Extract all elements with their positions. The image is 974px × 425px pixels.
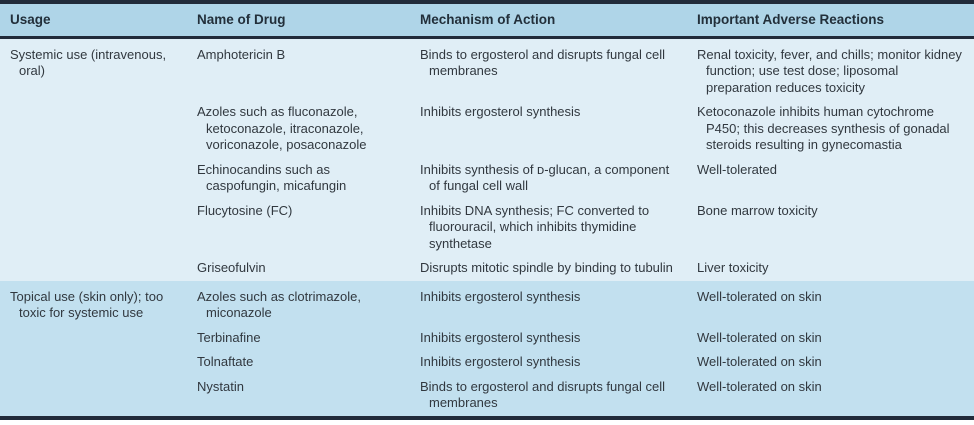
drug-name: Terbinafine — [197, 329, 261, 345]
mechanism-cell: Binds to ergosterol and disrupts fungal … — [410, 37, 687, 100]
mechanism-cell: Disrupts mitotic spindle by binding to t… — [410, 256, 687, 281]
drug-cell: Echinocandins such as caspofungin, micaf… — [187, 157, 410, 199]
table-row: Nystatin Binds to ergosterol and disrupt… — [0, 374, 974, 418]
adverse-cell: Well-tolerated on skin — [687, 325, 974, 350]
mechanism-text: Inhibits ergosterol synthesis — [420, 329, 581, 345]
drug-name: Nystatin — [197, 378, 244, 394]
table-row: Azoles such as fluconazole, ketoconazole… — [0, 100, 974, 158]
drug-cell: Griseofulvin — [187, 256, 410, 281]
column-header-drug-name: Name of Drug — [187, 2, 410, 39]
mechanism-cell: Inhibits DNA synthesis; FC converted to … — [410, 198, 687, 256]
drug-name: Echinocandins such as caspofungin, micaf… — [197, 161, 347, 194]
column-header-adverse-reactions: Important Adverse Reactions — [687, 2, 974, 39]
adverse-text: Well-tolerated on skin — [697, 378, 822, 394]
drug-cell: Amphotericin B — [187, 37, 410, 100]
adverse-cell: Bone marrow toxicity — [687, 198, 974, 256]
mechanism-cell: Inhibits ergosterol synthesis — [410, 280, 687, 326]
mechanism-text: Inhibits synthesis of ᴅ-glucan, a compon… — [420, 161, 670, 194]
adverse-cell: Well-tolerated on skin — [687, 280, 974, 326]
drug-name: Azoles such as fluconazole, ketoconazole… — [197, 104, 367, 152]
mechanism-text: Binds to ergosterol and disrupts fungal … — [420, 46, 665, 79]
adverse-text: Bone marrow toxicity — [697, 202, 818, 218]
usage-text: Topical use (skin only); too toxic for s… — [10, 288, 164, 321]
header-row: Usage Name of Drug Mechanism of Action I… — [0, 2, 974, 39]
drug-name: Flucytosine (FC) — [197, 202, 293, 218]
adverse-text: Ketoconazole inhibits human cytochrome P… — [697, 104, 950, 152]
mechanism-text: Inhibits DNA synthesis; FC converted to … — [420, 202, 650, 251]
drug-name: Tolnaftate — [197, 354, 254, 369]
table-row: Topical use (skin only); too toxic for s… — [0, 280, 974, 418]
drug-cell: Nystatin — [187, 374, 410, 418]
table-row: Tolnaftate Inhibits ergosterol synthesis… — [0, 350, 974, 375]
usage-cell: Systemic use (intravenous, oral) — [0, 37, 187, 281]
mechanism-text: Inhibits ergosterol synthesis — [420, 104, 581, 119]
mechanism-text: Disrupts mitotic spindle by binding to t… — [420, 260, 673, 275]
adverse-cell: Well-tolerated — [687, 157, 974, 199]
mechanism-text: Inhibits ergosterol synthesis — [420, 288, 581, 304]
table-row: Flucytosine (FC) Inhibits DNA synthesis;… — [0, 198, 974, 256]
section-topical-use: Topical use (skin only); too toxic for s… — [0, 280, 974, 418]
adverse-text: Well-tolerated on skin — [697, 354, 822, 369]
column-header-mechanism: Mechanism of Action — [410, 2, 687, 39]
adverse-cell: Liver toxicity — [687, 256, 974, 281]
mechanism-cell: Inhibits ergosterol synthesis — [410, 350, 687, 375]
usage-text: Systemic use (intravenous, oral) — [10, 46, 167, 79]
mechanism-text: Inhibits ergosterol synthesis — [420, 354, 581, 369]
mechanism-text: Binds to ergosterol and disrupts fungal … — [420, 378, 665, 411]
mechanism-cell: Binds to ergosterol and disrupts fungal … — [410, 374, 687, 418]
column-header-usage: Usage — [0, 2, 187, 39]
drug-cell: Flucytosine (FC) — [187, 198, 410, 256]
table-row: Echinocandins such as caspofungin, micaf… — [0, 157, 974, 199]
adverse-cell: Well-tolerated on skin — [687, 374, 974, 418]
adverse-text: Well-tolerated — [697, 161, 777, 177]
usage-cell: Topical use (skin only); too toxic for s… — [0, 280, 187, 418]
table-row: Systemic use (intravenous, oral) Amphote… — [0, 37, 974, 281]
table-header: Usage Name of Drug Mechanism of Action I… — [0, 2, 974, 39]
adverse-cell: Well-tolerated on skin — [687, 350, 974, 375]
adverse-text: Renal toxicity, fever, and chills; monit… — [697, 46, 962, 95]
table-row: Griseofulvin Disrupts mitotic spindle by… — [0, 256, 974, 281]
drug-cell: Azoles such as fluconazole, ketoconazole… — [187, 100, 410, 158]
adverse-text: Well-tolerated on skin — [697, 329, 822, 345]
adverse-cell: Renal toxicity, fever, and chills; monit… — [687, 37, 974, 100]
table-row: Terbinafine Inhibits ergosterol synthesi… — [0, 325, 974, 350]
drug-name: Griseofulvin — [197, 260, 266, 275]
adverse-text: Liver toxicity — [697, 260, 769, 275]
adverse-cell: Ketoconazole inhibits human cytochrome P… — [687, 100, 974, 158]
section-systemic-use: Systemic use (intravenous, oral) Amphote… — [0, 37, 974, 281]
drug-cell: Tolnaftate — [187, 350, 410, 375]
mechanism-cell: Inhibits synthesis of ᴅ-glucan, a compon… — [410, 157, 687, 199]
mechanism-cell: Inhibits ergosterol synthesis — [410, 100, 687, 158]
drug-name: Amphotericin B — [197, 46, 286, 62]
drug-cell: Terbinafine — [187, 325, 410, 350]
adverse-text: Well-tolerated on skin — [697, 288, 822, 304]
drug-cell: Azoles such as clotrimazole, miconazole — [187, 280, 410, 326]
drug-name: Azoles such as clotrimazole, miconazole — [197, 288, 362, 321]
mechanism-cell: Inhibits ergosterol synthesis — [410, 325, 687, 350]
